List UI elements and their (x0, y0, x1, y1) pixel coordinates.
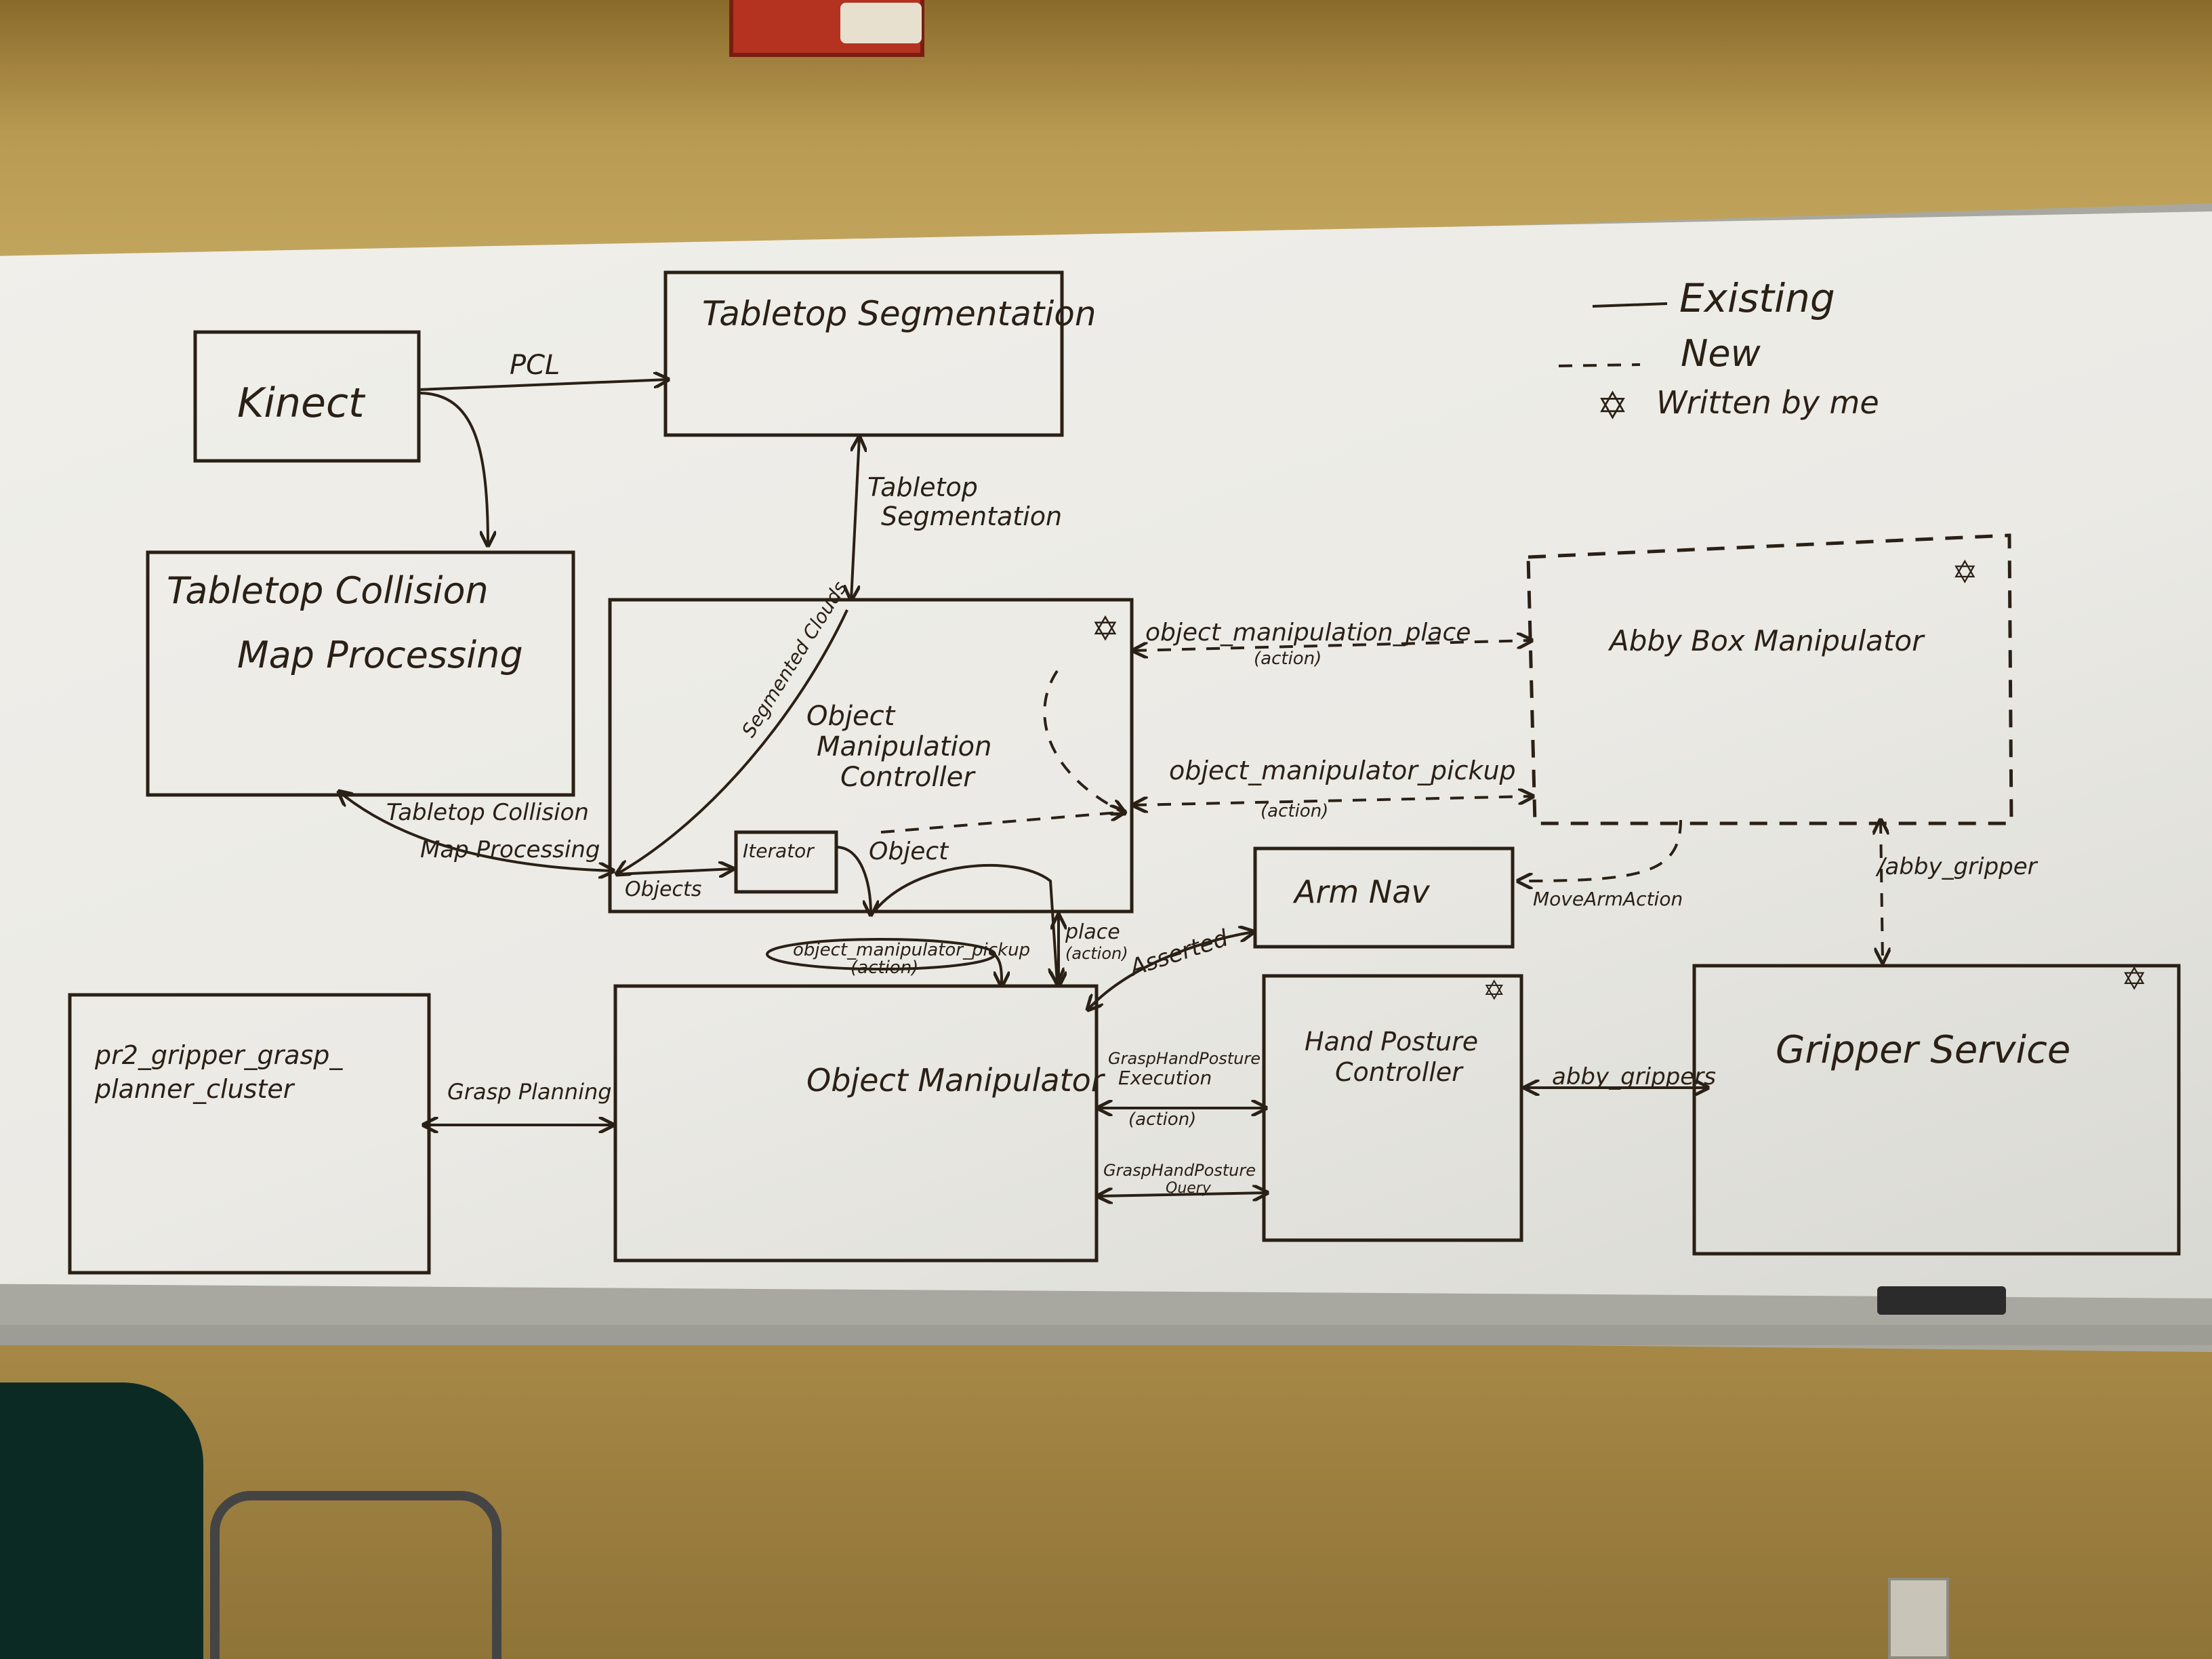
object-manipulator-label: Object Manipulator (806, 1062, 1106, 1099)
chair-back (0, 1382, 203, 1659)
inner-pickup-arrow (989, 951, 1002, 986)
iterator-box (734, 830, 838, 894)
hpc-label-1: Hand Posture (1305, 1027, 1478, 1057)
tabletop-collision-label-1: Tabletop Collision (167, 569, 489, 612)
omc-label-1: Object (806, 701, 896, 732)
omc-star-icon: ✡ (1091, 609, 1120, 649)
controller-to-place-arrow (873, 863, 1057, 983)
move-arm-action-label: MoveArmAction (1533, 888, 1683, 910)
gripper-service-box (1692, 964, 2181, 1256)
grasp-planner-label-1: pr2_gripper_grasp_ (94, 1040, 343, 1070)
inner-pickup-label: object_manipulator_pickup (793, 940, 1030, 960)
ghp-execution-label-1: GraspHandPosture (1108, 1049, 1261, 1068)
iterator-dashed-arrow (880, 812, 1125, 834)
om-place-label: object_manipulation_place (1145, 619, 1471, 647)
gripper-service-star-icon: ✡ (2121, 960, 2148, 997)
marker-tray (0, 1325, 2212, 1345)
move-arm-action-arrow (1518, 819, 1682, 881)
hpc-star-icon: ✡ (1483, 975, 1506, 1006)
place-label: place (1065, 920, 1120, 944)
object-label: Object (869, 838, 949, 865)
om-pickup-label: object_manipulator_pickup (1169, 756, 1516, 785)
tabletop-segmentation-label: Tabletop Segmentation (702, 294, 1097, 333)
kinect-box (193, 330, 421, 463)
ghp-execution-label-2: Execution (1118, 1067, 1212, 1089)
pcl-arrow (418, 380, 668, 391)
pcl-label: PCL (510, 350, 560, 381)
tabletop-seg-edge-label-1: Tabletop (867, 472, 978, 502)
whiteboard (0, 211, 2212, 1298)
abby-box-label: Abby Box Manipulator (1607, 624, 1925, 657)
kinect-label: Kinect (237, 380, 366, 427)
objects-label: Objects (625, 878, 701, 901)
ghp-query-arrow (1098, 1193, 1267, 1196)
legend-written-by-me: Written by me (1656, 384, 1879, 421)
grasp-planner-label-2: planner_cluster (94, 1074, 295, 1104)
eraser (1877, 1286, 2006, 1315)
place-action-label: (action) (1065, 944, 1128, 963)
tcmp-edge-label-2: Map Processing (420, 836, 600, 863)
grasp-planning-label: Grasp Planning (447, 1079, 612, 1105)
omc-label-3: Controller (840, 762, 976, 793)
asserted-arrow (1088, 932, 1254, 1010)
kinect-to-collision-arrow (418, 392, 488, 546)
ghp-query-label-2: Query (1166, 1180, 1212, 1197)
alarm-strobe-light (840, 3, 922, 43)
om-pickup-arrow (1133, 796, 1533, 805)
iterator-label: Iterator (743, 840, 815, 862)
chair-frame (210, 1491, 501, 1659)
om-place-action-label: (action) (1254, 649, 1322, 669)
asserted-label: Asserted (1126, 924, 1232, 982)
ghp-query-label-1: GraspHandPosture (1103, 1161, 1256, 1180)
legend-star-icon: ✡ (1597, 384, 1629, 428)
controller-loop-dashed (1043, 670, 1125, 813)
tcmp-edge-label-1: Tabletop Collision (386, 799, 589, 826)
legend-solid-line (1592, 302, 1668, 308)
abby-box-star-icon: ✡ (1952, 554, 1978, 590)
arm-nav-box (1253, 846, 1515, 949)
abby-grippers-label: abby_grippers (1552, 1063, 1716, 1090)
objects-arrow (616, 869, 733, 874)
ghp-execution-action-label: (action) (1128, 1109, 1196, 1130)
legend-existing: Existing (1679, 275, 1835, 321)
tabletop-collision-arrow (339, 792, 613, 871)
iterator-to-pickup-arrow (836, 846, 871, 915)
omc-label-2: Manipulation (817, 731, 991, 762)
abby-box-manipulator-box (1526, 533, 2013, 825)
legend-new: New (1681, 332, 1761, 375)
tabletop-collision-label-2: Map Processing (237, 634, 523, 676)
tabletop-segmentation-box (663, 270, 1064, 437)
tabletop-seg-edge-label-2: Segmentation (881, 501, 1062, 531)
grasp-planner-box (68, 993, 431, 1275)
abby-gripper-label: /abby_gripper (1875, 853, 2039, 880)
hand-posture-controller-box (1262, 974, 1523, 1242)
power-outlet (1888, 1578, 1949, 1659)
om-pickup-action-label: (action) (1261, 801, 1328, 821)
legend: Existing New ✡ Written by me (1558, 275, 1879, 428)
object-manipulator-box (613, 984, 1099, 1263)
inner-pickup-action-label: (action) (851, 958, 918, 978)
legend-dashed-line (1558, 363, 1641, 367)
gripper-service-label: Gripper Service (1776, 1028, 2070, 1072)
hpc-label-2: Controller (1335, 1057, 1464, 1087)
tabletop-segmentation-arrow (851, 437, 859, 600)
abby-gripper-arrow (1881, 820, 1883, 962)
arm-nav-label: Arm Nav (1292, 874, 1430, 910)
om-place-arrow (1133, 640, 1532, 651)
segmented-clouds-arrow (617, 609, 848, 874)
